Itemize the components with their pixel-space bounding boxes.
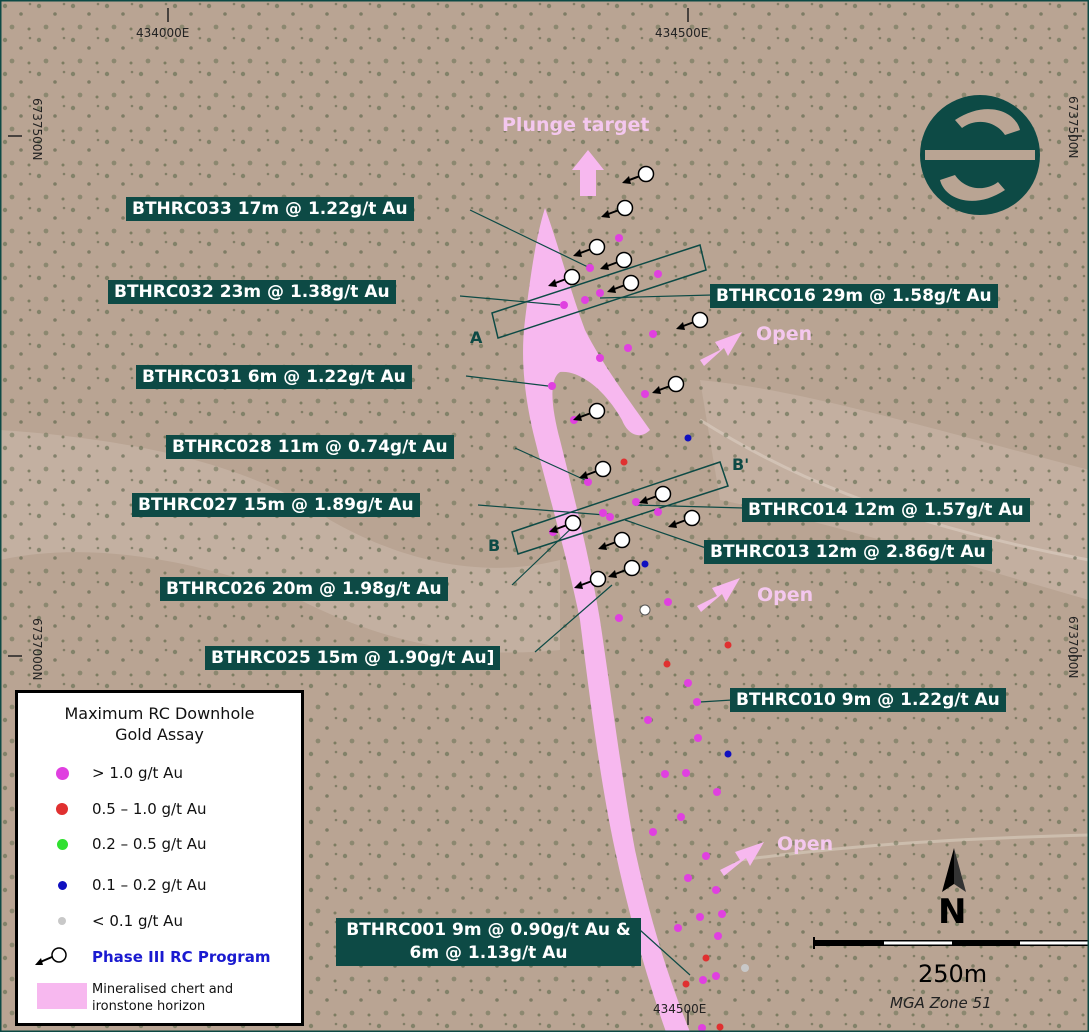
easting-label: 434000E bbox=[136, 26, 190, 40]
section-label-b-prime: B' bbox=[732, 455, 750, 474]
section-label-b: B bbox=[488, 536, 501, 555]
dot-icon bbox=[57, 880, 67, 890]
legend-title: Maximum RC Downhole Gold Assay bbox=[64, 704, 255, 744]
northing-label: 6737000N bbox=[1066, 616, 1080, 679]
legend-item: > 1.0 g/t Au bbox=[32, 761, 183, 785]
assay-points bbox=[548, 234, 749, 1032]
drill-label-bthrc013: BTHRC013 12m @ 2.86g/t Au bbox=[704, 540, 992, 564]
north-label: N bbox=[938, 892, 967, 932]
north-arrow-icon bbox=[942, 848, 966, 892]
open-label: Open bbox=[756, 323, 813, 345]
horizon-swatch bbox=[37, 983, 87, 1009]
legend-item: < 0.1 g/t Au bbox=[32, 909, 183, 933]
dot-icon bbox=[56, 838, 68, 850]
map-legend: Maximum RC Downhole Gold Assay > 1.0 g/t… bbox=[15, 690, 304, 1026]
drill-label-bthrc010: BTHRC010 9m @ 1.22g/t Au bbox=[730, 688, 1006, 712]
drill-label-bthrc027: BTHRC027 15m @ 1.89g/t Au bbox=[132, 493, 420, 517]
leader-lines bbox=[459, 209, 745, 976]
legend-item: Phase III RC Program bbox=[32, 945, 270, 969]
legend-item: Mineralised chert and ironstone horizon bbox=[32, 977, 272, 1019]
drill-label-bthrc028: BTHRC028 11m @ 0.74g/t Au bbox=[166, 435, 454, 459]
drill-label-bthrc016: BTHRC016 29m @ 1.58g/t Au bbox=[710, 284, 998, 308]
legend-item: 0.2 – 0.5 g/t Au bbox=[32, 832, 207, 856]
section-box-b bbox=[511, 461, 729, 555]
drill-label-bthrc026: BTHRC026 20m @ 1.98g/t Au bbox=[160, 577, 448, 601]
collar-arrow-icon bbox=[35, 947, 67, 965]
company-logo bbox=[920, 95, 1040, 215]
section-box-a bbox=[491, 244, 707, 339]
open-arrow-2 bbox=[697, 578, 740, 612]
dot-icon bbox=[55, 766, 69, 780]
plunge-target-label: Plunge target bbox=[502, 114, 650, 136]
open-arrow-1 bbox=[700, 332, 742, 366]
dot-icon bbox=[56, 803, 68, 815]
direction-arrows bbox=[572, 150, 764, 876]
drill-label-bthrc014: BTHRC014 12m @ 1.57g/t Au bbox=[742, 498, 1030, 522]
northing-label: 6737000N bbox=[30, 618, 44, 681]
drill-label-bthrc025: BTHRC025 15m @ 1.90g/t Au] bbox=[205, 646, 501, 670]
section-label-a: A bbox=[470, 328, 483, 347]
drill-label-bthrc031: BTHRC031 6m @ 1.22g/t Au bbox=[136, 365, 412, 389]
phase3-collars bbox=[548, 165, 709, 589]
mineralised-horizon bbox=[523, 208, 690, 1032]
northing-label: 6737500N bbox=[30, 98, 44, 161]
legend-item: 0.1 – 0.2 g/t Au bbox=[32, 873, 207, 897]
drill-label-bthrc032: BTHRC032 23m @ 1.38g/t Au bbox=[108, 280, 396, 304]
drill-label-bthrc033: BTHRC033 17m @ 1.22g/t Au bbox=[126, 197, 414, 221]
easting-label: 434500E bbox=[653, 1002, 707, 1016]
scale-zone: MGA Zone 51 bbox=[890, 994, 992, 1012]
open-arrow-3 bbox=[720, 842, 764, 876]
drill-label-bthrc001: BTHRC001 9m @ 0.90g/t Au & 6m @ 1.13g/t … bbox=[336, 918, 641, 966]
plunge-arrow bbox=[572, 150, 604, 196]
dot-icon bbox=[58, 917, 66, 925]
scale-distance: 250m bbox=[918, 960, 988, 988]
legend-item: 0.5 – 1.0 g/t Au bbox=[32, 797, 207, 821]
northing-label: 6737500N bbox=[1066, 96, 1080, 159]
easting-label: 434500E bbox=[655, 26, 709, 40]
scale-bar bbox=[813, 937, 1089, 949]
open-label: Open bbox=[777, 833, 834, 855]
open-label: Open bbox=[757, 584, 814, 606]
